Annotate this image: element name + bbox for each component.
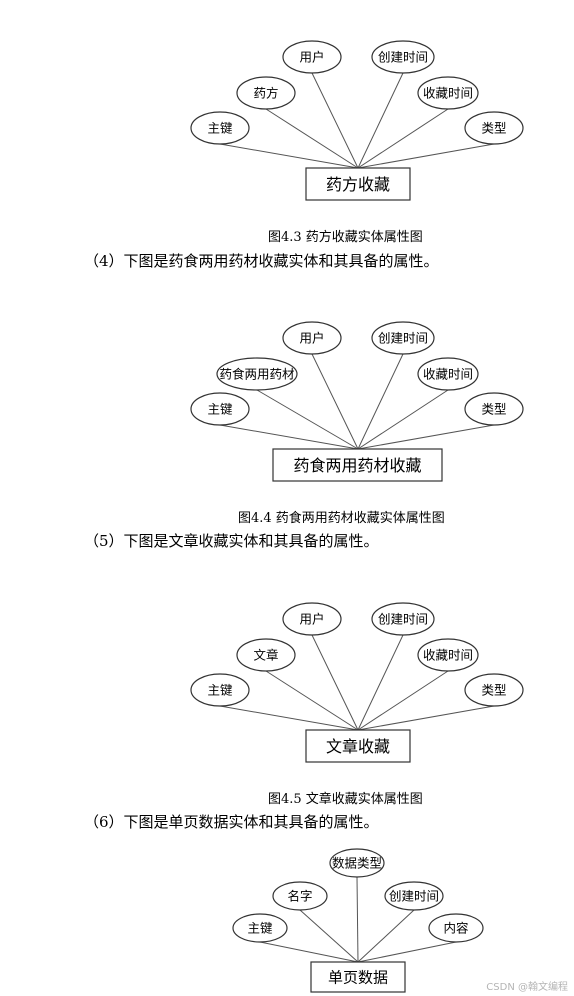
figure-caption-4-5: 图4.5 文章收藏实体属性图	[268, 792, 423, 807]
attribute-connector-line	[357, 353, 404, 450]
attribute-label: 类型	[481, 683, 506, 698]
attribute-label: 收藏时间	[423, 367, 473, 382]
attribute-oval	[232, 913, 288, 943]
attribute-oval	[417, 357, 479, 391]
entity-box	[310, 961, 406, 993]
attribute-oval	[417, 638, 479, 672]
attribute-oval	[190, 673, 250, 707]
attribute-oval	[417, 76, 479, 110]
entity-label: 文章收藏	[326, 737, 390, 756]
attribute-connector-line	[357, 670, 449, 731]
attribute-connector-line	[357, 389, 449, 450]
attribute-oval	[464, 111, 524, 145]
attribute-label: 名字	[287, 889, 312, 904]
attribute-oval	[282, 321, 342, 355]
attribute-label: 创建时间	[378, 331, 428, 346]
entity-label: 药食两用药材收藏	[293, 456, 421, 475]
attribute-label: 创建时间	[378, 612, 428, 627]
figure-caption-4-4: 图4.4 药食两用药材收藏实体属性图	[238, 511, 445, 526]
attribute-connector-line	[357, 634, 404, 731]
attribute-connector-line	[357, 108, 449, 169]
attribute-oval	[329, 848, 385, 878]
attribute-oval	[371, 40, 435, 74]
attribute-connector-line	[357, 909, 415, 963]
attribute-label: 主键	[207, 402, 233, 417]
paragraph-5: （5）下图是文章收藏实体和其具备的属性。	[84, 532, 379, 550]
attribute-label: 用户	[299, 331, 324, 346]
attribute-label: 数据类型	[332, 856, 382, 871]
attribute-oval	[216, 357, 298, 391]
attribute-label: 主键	[207, 121, 233, 136]
attribute-connector-line	[357, 705, 495, 731]
entity-box	[305, 167, 411, 201]
entity-box	[305, 729, 411, 763]
entity-label: 单页数据	[328, 969, 388, 987]
attribute-connector-line	[299, 909, 359, 963]
paragraph-4: （4）下图是药食两用药材收藏实体和其具备的属性。	[84, 252, 439, 270]
attribute-oval	[282, 40, 342, 74]
attribute-label: 用户	[299, 50, 324, 65]
attribute-oval	[371, 602, 435, 636]
attribute-label: 类型	[481, 402, 506, 417]
attribute-connector-line	[357, 72, 404, 169]
attribute-label: 收藏时间	[423, 648, 473, 663]
attribute-connector-line	[219, 705, 359, 731]
attribute-oval	[282, 602, 342, 636]
attribute-connector-line	[311, 353, 359, 450]
attribute-connector-line	[265, 670, 359, 731]
attribute-connector-line	[357, 424, 495, 450]
attribute-connector-line	[256, 389, 359, 450]
attribute-oval	[384, 881, 444, 911]
attribute-label: 内容	[443, 921, 468, 936]
attribute-label: 创建时间	[389, 889, 439, 904]
attribute-oval	[464, 673, 524, 707]
attribute-label: 药方	[253, 86, 278, 101]
attribute-oval	[371, 321, 435, 355]
attribute-connector-line	[357, 941, 457, 963]
csdn-watermark: CSDN @翰文编程	[486, 982, 568, 993]
attribute-oval	[428, 913, 484, 943]
attribute-connector-line	[311, 72, 359, 169]
attribute-connector-line	[357, 143, 495, 169]
attribute-oval	[190, 111, 250, 145]
attribute-label: 主键	[247, 921, 273, 936]
paragraph-6: （6）下图是单页数据实体和其具备的属性。	[84, 813, 379, 831]
attribute-oval	[464, 392, 524, 426]
attribute-label: 用户	[299, 612, 324, 627]
attribute-label: 类型	[481, 121, 506, 136]
attribute-connector-line	[356, 876, 359, 963]
attribute-connector-line	[219, 424, 359, 450]
figure-caption-4-3: 图4.3 药方收藏实体属性图	[268, 230, 423, 245]
attribute-connector-line	[311, 634, 359, 731]
attribute-connector-line	[259, 941, 359, 963]
attribute-label: 文章	[253, 648, 278, 663]
attribute-label: 药食两用药材	[219, 367, 294, 382]
attribute-oval	[272, 881, 328, 911]
attribute-connector-line	[219, 143, 359, 169]
attribute-label: 收藏时间	[423, 86, 473, 101]
entity-label: 药方收藏	[326, 175, 390, 194]
attribute-oval	[236, 638, 296, 672]
attribute-label: 主键	[207, 683, 233, 698]
entity-box	[272, 448, 443, 482]
attribute-oval	[236, 76, 296, 110]
attribute-label: 创建时间	[378, 50, 428, 65]
attribute-connector-line	[265, 108, 359, 169]
attribute-oval	[190, 392, 250, 426]
